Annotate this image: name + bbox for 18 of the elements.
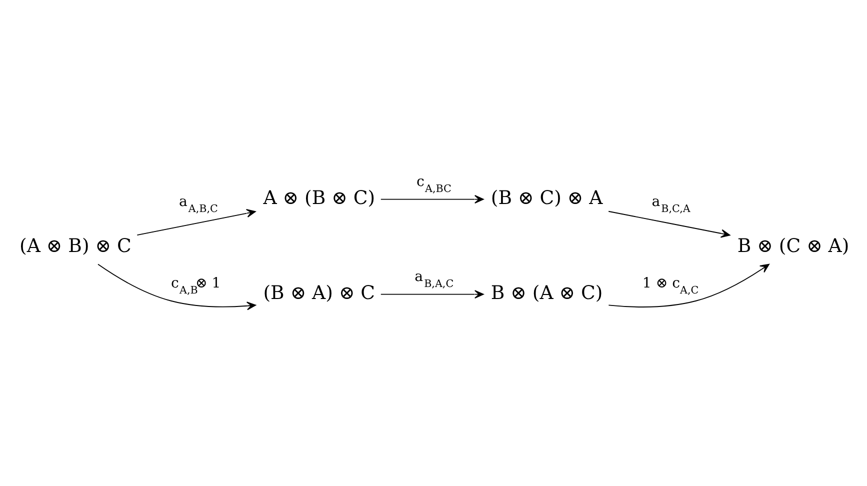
arrow [608,263,770,307]
edge-label: a$_{B,A,C}$ [414,268,454,290]
arrow [98,263,256,310]
edge-label: a$_{B,C,A}$ [652,193,690,214]
node-text: B ⊗ (C ⊗ A) [737,235,850,256]
arrow [136,208,256,235]
arrow [608,210,730,238]
node-text: A ⊗ (B ⊗ C) [263,187,376,208]
edge-label: c$_{A,B}$⊗ 1 [171,275,221,296]
arrow [380,290,484,298]
node-text: B ⊗ (A ⊗ C) [490,282,603,304]
node-text: (B ⊗ C) ⊗ A [490,187,603,208]
node-text: (A ⊗ B) ⊗ C [20,235,132,256]
arrow [380,194,484,204]
edge-label: c$_{A,BC}$ [416,174,452,195]
edge-label: 1 ⊗ c$_{A,C}$ [642,275,699,296]
node-text: (B ⊗ A) ⊗ C [263,282,376,304]
edge-label: a$_{A,B,C}$ [179,193,218,214]
